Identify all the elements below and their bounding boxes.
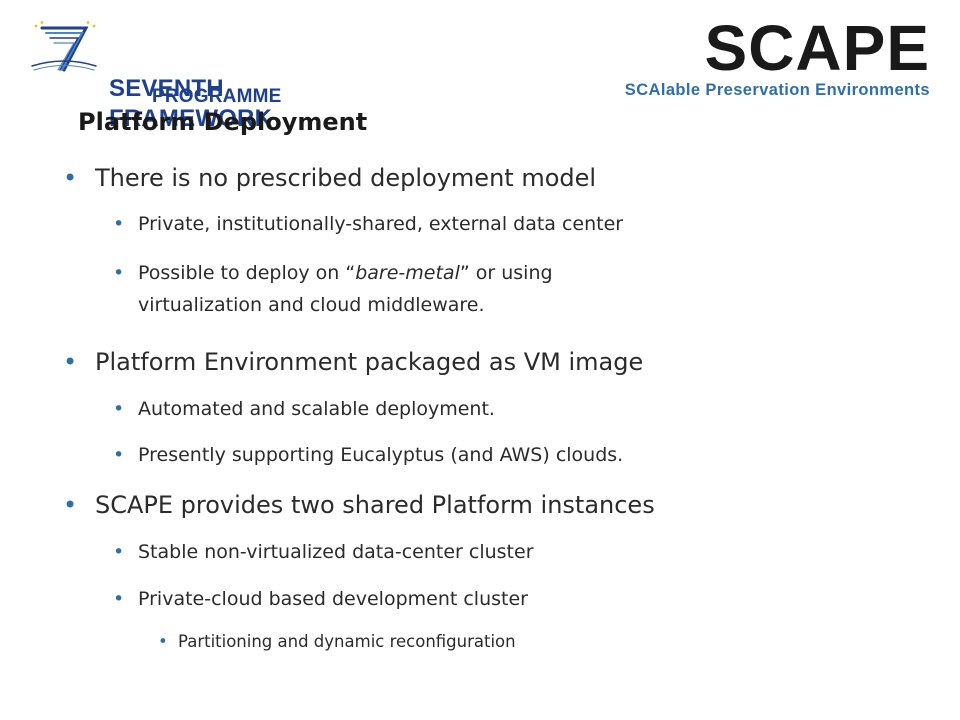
bullet-dot-icon: • xyxy=(113,398,125,420)
bullet-dot-icon: • xyxy=(113,213,125,235)
bullet-text-emphasis: bare-metal xyxy=(355,262,460,284)
bullet-dot-icon: • xyxy=(113,541,125,563)
sub-sub-bullet-item: • Partitioning and dynamic reconfigurati… xyxy=(158,630,516,654)
bullet-dot-icon: • xyxy=(63,491,78,519)
bullet-text-start: Possible to deploy on “ xyxy=(138,262,356,284)
seven-emblem-icon xyxy=(31,21,97,72)
bullet-item: • There is no prescribed deployment mode… xyxy=(63,163,597,193)
bullet-text: SCAPE provides two shared Platform insta… xyxy=(95,491,655,519)
bullet-item: • SCAPE provides two shared Platform ins… xyxy=(63,490,655,520)
brand-subtitle: SCAlable Preservation Environments xyxy=(624,81,930,99)
bullet-item: • Platform Environment packaged as VM im… xyxy=(63,347,644,377)
logo-text-line2: PROGRAMME xyxy=(152,86,282,107)
sub-bullet-item: • Presently supporting Eucalyptus (and A… xyxy=(113,441,624,470)
sub-bullet-item: • Possible to deploy on “bare-metal” or … xyxy=(113,259,553,288)
bullet-dot-icon: • xyxy=(113,588,125,610)
fp7-logo: SEVENTH FRAMEWORK PROGRAMME xyxy=(14,20,281,132)
sub-bullet-item: • Private, institutionally-shared, exter… xyxy=(113,210,624,239)
bullet-dot-icon: • xyxy=(113,262,125,284)
bullet-text: virtualization and cloud middleware. xyxy=(138,294,485,316)
bullet-dot-icon: • xyxy=(158,632,168,651)
sub-bullet-item: • Stable non-virtualized data-center clu… xyxy=(113,538,534,567)
bullet-dot-icon: • xyxy=(113,444,125,466)
bullet-text: Automated and scalable deployment. xyxy=(138,398,495,420)
slide-title: Platform Deployment xyxy=(78,108,368,136)
sub-bullet-item: • Private-cloud based development cluste… xyxy=(113,585,528,614)
sub-bullet-continuation: virtualization and cloud middleware. xyxy=(138,291,485,320)
bullet-text: There is no prescribed deployment model xyxy=(95,164,597,192)
bullet-text: Stable non-virtualized data-center clust… xyxy=(138,541,534,563)
bullet-text: Private-cloud based development cluster xyxy=(138,588,528,610)
bullet-dot-icon: • xyxy=(63,348,78,376)
bullet-text: Partitioning and dynamic reconfiguration xyxy=(178,632,516,651)
bullet-text-end: ” or using xyxy=(459,262,553,284)
bullet-text: Platform Environment packaged as VM imag… xyxy=(95,348,644,376)
bullet-text: Presently supporting Eucalyptus (and AWS… xyxy=(138,444,624,466)
bullet-dot-icon: • xyxy=(63,164,78,192)
brand-title: SCAPE xyxy=(704,12,930,84)
sub-bullet-item: • Automated and scalable deployment. xyxy=(113,395,495,424)
bullet-text: Private, institutionally-shared, externa… xyxy=(138,213,624,235)
